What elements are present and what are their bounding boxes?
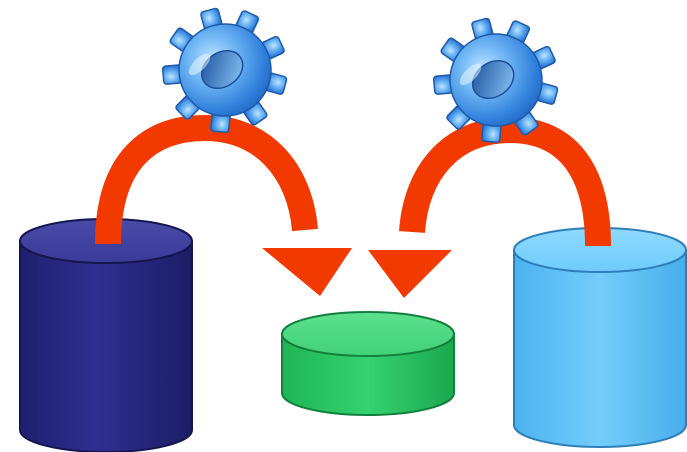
center-database-icon <box>281 311 455 416</box>
right-flow-arrow-icon <box>368 116 611 298</box>
left-flow-arrow-icon <box>95 114 352 296</box>
left-database-icon <box>19 218 193 452</box>
right-database-icon <box>513 227 687 448</box>
